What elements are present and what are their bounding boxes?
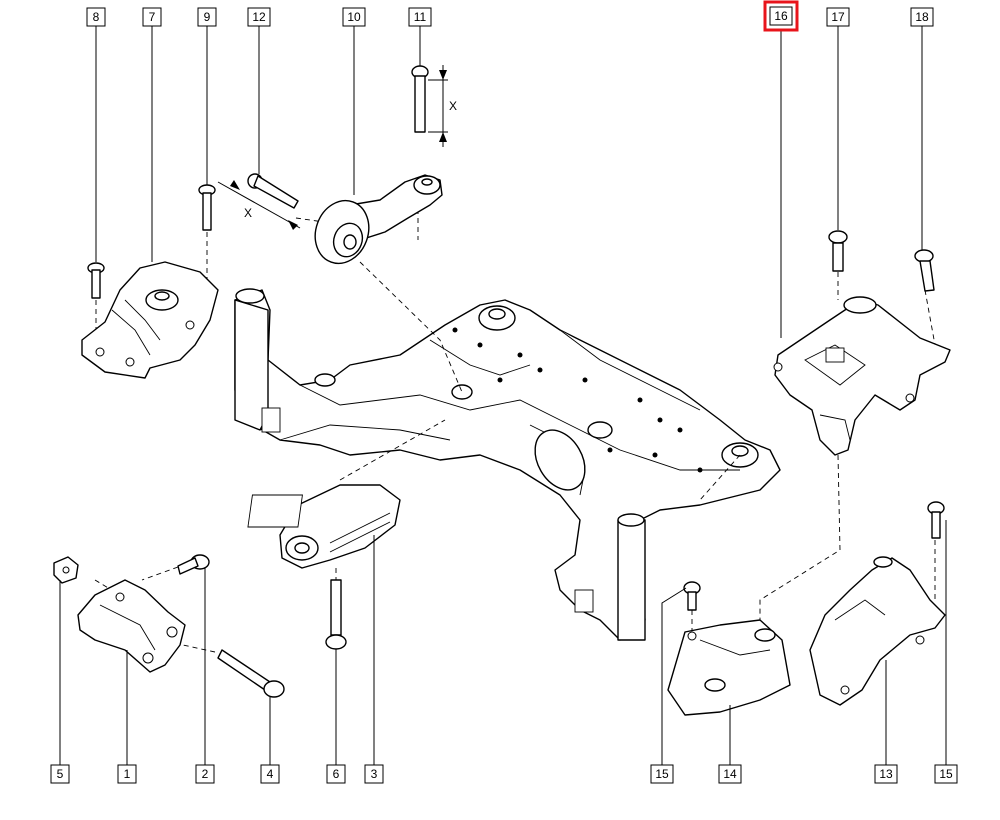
svg-text:12: 12 (252, 10, 266, 24)
label-14[interactable]: 14 (718, 764, 742, 784)
bolt-17 (828, 230, 848, 272)
label-16-highlighted[interactable]: 16 (763, 0, 799, 32)
svg-text:9: 9 (204, 10, 211, 24)
svg-text:3: 3 (371, 767, 378, 781)
part-10-torque-link (314, 174, 443, 265)
leader-lines (59, 25, 947, 765)
label-12[interactable]: 12 (247, 7, 271, 27)
label-18[interactable]: 18 (910, 7, 934, 27)
svg-text:17: 17 (831, 10, 845, 24)
label-9[interactable]: 9 (197, 7, 217, 27)
dimension-x-diagonal-label: X (244, 206, 252, 220)
svg-text:15: 15 (939, 767, 953, 781)
part-14-plate (667, 619, 791, 716)
svg-text:6: 6 (333, 767, 340, 781)
bolt-15b (927, 501, 945, 539)
svg-text:7: 7 (149, 10, 156, 24)
bolts (87, 65, 945, 698)
svg-text:10: 10 (347, 10, 361, 24)
bolt-6 (325, 579, 347, 650)
svg-text:14: 14 (723, 767, 737, 781)
label-15b[interactable]: 15 (934, 764, 958, 784)
label-4[interactable]: 4 (260, 764, 280, 784)
svg-text:18: 18 (915, 10, 929, 24)
svg-text:4: 4 (267, 767, 274, 781)
part-1-bracket (77, 579, 186, 673)
svg-text:5: 5 (57, 767, 64, 781)
label-8[interactable]: 8 (86, 7, 106, 27)
svg-text:2: 2 (202, 767, 209, 781)
bolt-15a (683, 581, 701, 611)
label-13[interactable]: 13 (874, 764, 898, 784)
svg-text:8: 8 (93, 10, 100, 24)
label-11[interactable]: 11 (408, 7, 432, 27)
bolt-2 (177, 554, 210, 575)
dimension-x-vertical-label: X (449, 99, 457, 113)
svg-text:15: 15 (655, 767, 669, 781)
bolt-4 (217, 649, 285, 698)
bolt-12 (247, 173, 299, 209)
svg-text:1: 1 (124, 767, 131, 781)
bolt-9 (198, 184, 216, 231)
label-1[interactable]: 1 (117, 764, 137, 784)
label-7[interactable]: 7 (142, 7, 162, 27)
bolt-11 (411, 65, 429, 133)
bolt-8 (87, 262, 105, 299)
label-6[interactable]: 6 (326, 764, 346, 784)
label-15a[interactable]: 15 (650, 764, 674, 784)
svg-text:11: 11 (414, 10, 427, 24)
part-7-engine-mount (81, 261, 219, 379)
dimension-x-diagonal: X (217, 180, 301, 230)
bolt-18 (914, 249, 935, 292)
label-3[interactable]: 3 (364, 764, 384, 784)
part-5-nut (53, 556, 79, 584)
label-boxes: 8 7 9 12 10 11 16 17 18 5 1 2 4 6 3 15 1… (50, 0, 958, 784)
part-13-bracket (809, 556, 946, 706)
part-16-mount (773, 296, 951, 456)
label-5[interactable]: 5 (50, 764, 70, 784)
svg-text:13: 13 (879, 767, 893, 781)
part-3-lower-mount (247, 484, 401, 569)
dimension-x-vertical: X (428, 65, 457, 147)
label-2[interactable]: 2 (195, 764, 215, 784)
label-17[interactable]: 17 (826, 7, 850, 27)
svg-text:16: 16 (774, 9, 788, 23)
label-10[interactable]: 10 (342, 7, 366, 27)
subframe (234, 288, 781, 641)
